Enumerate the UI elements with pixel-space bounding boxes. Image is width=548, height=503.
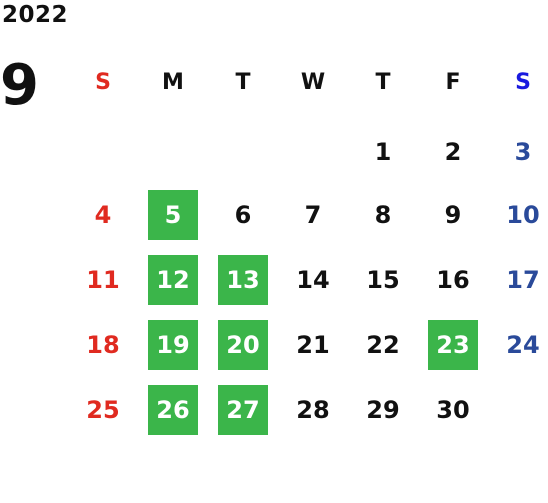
- weekday-header: W: [300, 69, 326, 95]
- calendar-day: 29: [366, 396, 400, 424]
- calendar-day: 2: [444, 138, 462, 166]
- calendar-day-highlighted: 5: [148, 190, 198, 240]
- weekday-header: T: [375, 69, 391, 95]
- calendar-day: 8: [374, 201, 392, 229]
- calendar-day-highlighted: 19: [148, 320, 198, 370]
- calendar-day: 30: [436, 396, 470, 424]
- calendar-day: 14: [296, 266, 330, 294]
- calendar-day: 7: [304, 201, 322, 229]
- calendar-day: 17: [506, 266, 540, 294]
- calendar-day: 18: [86, 331, 120, 359]
- calendar-day: 9: [444, 201, 462, 229]
- calendar-day: 21: [296, 331, 330, 359]
- weekday-header: S: [95, 69, 111, 95]
- calendar-day: 24: [506, 331, 540, 359]
- calendar-day-highlighted: 23: [428, 320, 478, 370]
- weekday-header: T: [235, 69, 251, 95]
- calendar-day: 6: [234, 201, 252, 229]
- calendar-day: 22: [366, 331, 400, 359]
- calendar-day: 10: [506, 201, 540, 229]
- calendar-day-highlighted: 12: [148, 255, 198, 305]
- calendar-day-highlighted: 26: [148, 385, 198, 435]
- calendar-day: 4: [94, 201, 112, 229]
- calendar-day: 11: [86, 266, 120, 294]
- calendar-day: 16: [436, 266, 470, 294]
- calendar-day: 15: [366, 266, 400, 294]
- weekday-header: S: [515, 69, 531, 95]
- calendar-month: 9: [0, 53, 39, 118]
- calendar-year: 2022: [2, 2, 69, 28]
- weekday-header: F: [445, 69, 461, 95]
- calendar-day: 25: [86, 396, 120, 424]
- calendar-day-highlighted: 27: [218, 385, 268, 435]
- calendar-day-highlighted: 13: [218, 255, 268, 305]
- weekday-header: M: [162, 69, 184, 95]
- calendar-day: 3: [514, 138, 532, 166]
- calendar-day-highlighted: 20: [218, 320, 268, 370]
- calendar-day: 1: [374, 138, 392, 166]
- calendar-day: 28: [296, 396, 330, 424]
